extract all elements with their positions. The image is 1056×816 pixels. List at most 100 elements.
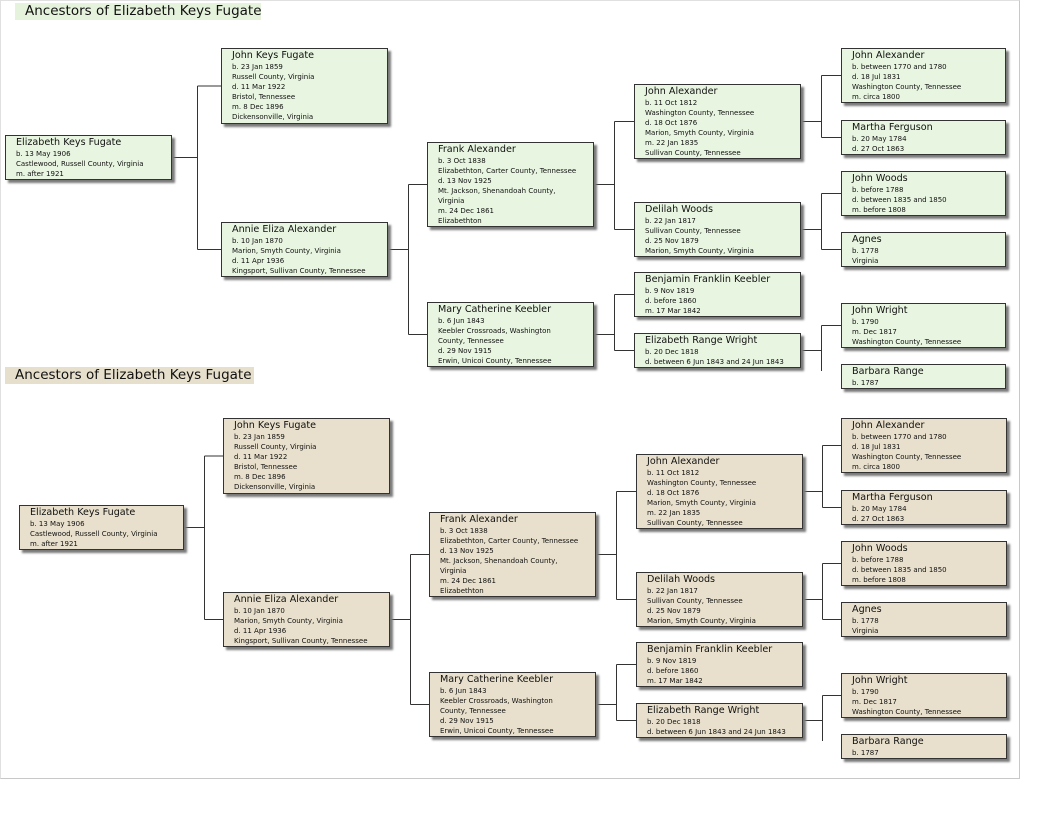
person-detail: Erwin, Unicoi County, Tennessee [438, 357, 552, 365]
person-detail: b. 9 Nov 1819 [645, 287, 695, 295]
person-detail: Mt. Jackson, Shenandoah County, [440, 557, 558, 565]
person-detail: d. 27 Oct 1863 [852, 515, 905, 523]
person-name: John Alexander [647, 456, 720, 467]
person-name: Elizabeth Range Wright [647, 705, 760, 716]
person-detail: Castlewood, Russell County, Virginia [30, 530, 158, 538]
person-detail: m. circa 1800 [852, 93, 900, 101]
person-detail: Virginia [440, 567, 467, 575]
person-detail: b. 13 May 1906 [16, 150, 71, 158]
person-detail: m. 24 Dec 1861 [440, 577, 496, 585]
person-detail: b. 6 Jun 1843 [438, 317, 485, 325]
person-detail: Erwin, Unicoi County, Tennessee [440, 727, 554, 735]
person-detail: Elizabethton, Carter County, Tennessee [438, 167, 577, 175]
person-detail: Virginia [438, 197, 465, 205]
person-detail: m. circa 1800 [852, 463, 900, 471]
person-detail: d. 25 Nov 1879 [647, 607, 701, 615]
person-detail: Washington County, Tennessee [852, 83, 962, 91]
person-name: Barbara Range [852, 736, 924, 747]
person-name: Barbara Range [852, 366, 924, 377]
person-detail: Castlewood, Russell County, Virginia [16, 160, 144, 168]
person-detail: m. before 1808 [852, 576, 906, 584]
person-detail: Elizabethton, Carter County, Tennessee [440, 537, 579, 545]
person-name: Elizabeth Keys Fugate [16, 137, 122, 148]
person-detail: b. 1787 [852, 379, 879, 387]
person-detail: d. between 6 Jun 1843 and 24 Jun 1843 [645, 358, 784, 366]
person-name: John Alexander [852, 420, 925, 431]
person-name: John Keys Fugate [232, 50, 315, 61]
person-name: John Alexander [645, 86, 718, 97]
person-name: Annie Eliza Alexander [232, 224, 337, 235]
person-name: Delilah Woods [647, 574, 716, 585]
person-detail: b. 1790 [852, 318, 879, 326]
person-detail: Kingsport, Sullivan County, Tennessee [234, 637, 368, 645]
person-detail: m. 17 Mar 1842 [647, 677, 703, 685]
person-detail: b. 3 Oct 1838 [440, 527, 488, 535]
person-detail: b. 22 Jan 1817 [647, 587, 698, 595]
person-detail: b. 1778 [852, 247, 879, 255]
person-detail: b. 20 Dec 1818 [647, 718, 701, 726]
person-detail: Washington County, Tennessee [852, 453, 962, 461]
person-detail: d. 13 Nov 1925 [438, 177, 492, 185]
person-detail: d. 18 Oct 1876 [645, 119, 698, 127]
person-detail: d. 11 Mar 1922 [234, 453, 288, 461]
person-name: John Alexander [852, 50, 925, 61]
person-detail: Washington County, Tennessee [852, 708, 962, 716]
person-detail: Sullivan County, Tennessee [647, 597, 743, 605]
page-frame: Ancestors of Elizabeth Keys Fugate Eliza… [0, 0, 1020, 779]
person-detail: m. Dec 1817 [852, 328, 897, 336]
person-name: Benjamin Franklin Keebler [645, 274, 771, 285]
person-detail: b. between 1770 and 1780 [852, 63, 947, 71]
person-name: John Wright [852, 305, 908, 316]
person-name: Frank Alexander [438, 144, 516, 155]
person-name: Annie Eliza Alexander [234, 594, 339, 605]
person-detail: Dickensonville, Virginia [232, 113, 314, 121]
person-detail: b. before 1788 [852, 186, 904, 194]
person-detail: d. between 6 Jun 1843 and 24 Jun 1843 [647, 728, 786, 736]
person-detail: d. 29 Nov 1915 [440, 717, 494, 725]
person-detail: b. 1787 [852, 749, 879, 757]
person-name: John Woods [852, 543, 908, 554]
person-box-barbara-range[interactable]: Barbara Range b. 1787 [841, 734, 1007, 759]
person-detail: d. between 1835 and 1850 [852, 566, 947, 574]
person-name: Agnes [852, 604, 882, 615]
person-detail: m. 8 Dec 1896 [234, 473, 286, 481]
person-detail: Marion, Smyth County, Virginia [645, 247, 754, 255]
person-box-elizabeth-range-wright[interactable]: Elizabeth Range Wright b. 20 Dec 1818 d. b… [636, 703, 803, 738]
person-box-barbara-range[interactable]: Barbara Range b. 1787 [841, 364, 1006, 389]
person-detail: County, Tennessee [440, 707, 506, 715]
connector-lines [172, 75, 841, 371]
person-detail: Mt. Jackson, Shenandoah County, [438, 187, 556, 195]
person-detail: Russell County, Virginia [232, 73, 315, 81]
person-detail: County, Tennessee [438, 337, 504, 345]
person-detail: b. 10 Jan 1870 [234, 607, 285, 615]
person-detail: d. 11 Apr 1936 [232, 257, 285, 265]
person-name: Elizabeth Range Wright [645, 335, 758, 346]
